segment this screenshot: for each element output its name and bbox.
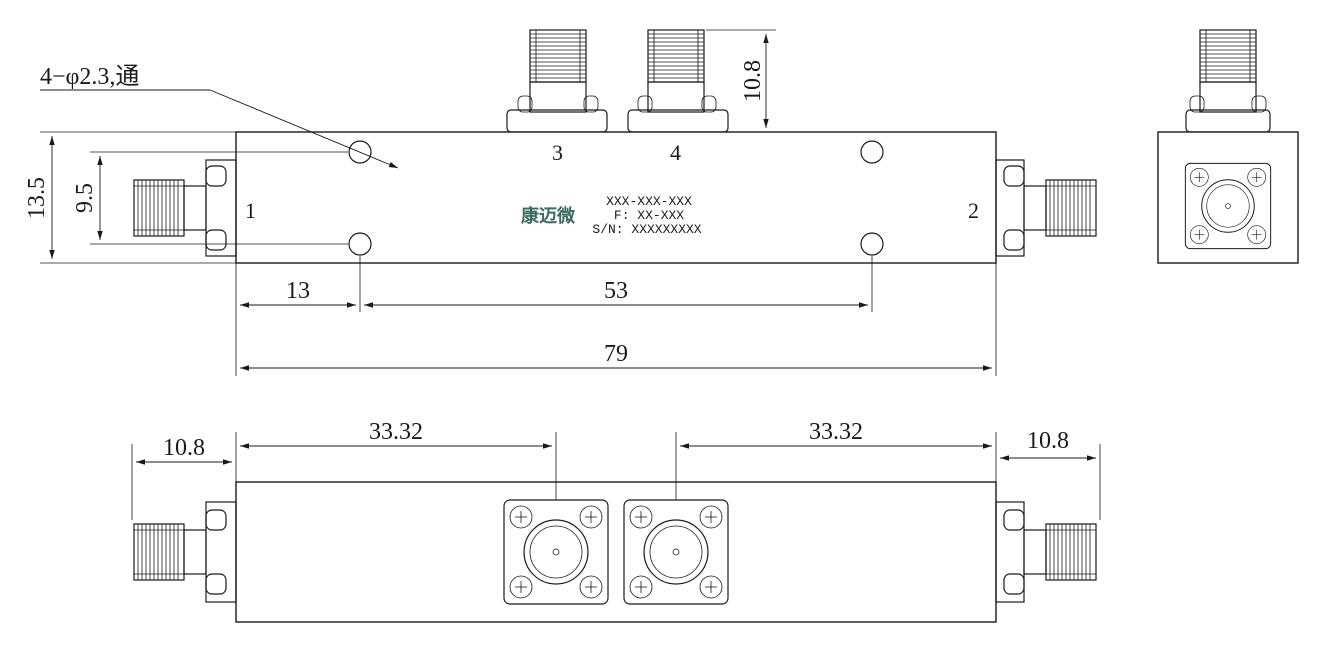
dim-total-length: 79 [235,263,997,376]
svg-text:13: 13 [286,278,310,304]
svg-text:10.8: 10.8 [740,60,766,102]
port-label-2: 2 [968,198,979,223]
port-label-3: 3 [552,140,563,165]
port-label-1: 1 [245,198,256,223]
connector-port-2 [995,159,1097,257]
svg-text:9.5: 9.5 [72,183,98,213]
dim-coupling-left: 33.32 [240,419,557,500]
brand-logo: 康迈微 [521,205,575,227]
svg-text:53: 53 [604,278,628,304]
nameplate: 康迈微 XXX-XXX-XXX F: XX-XXX S/N: XXXXXXXXX [521,194,702,237]
end-view [1157,29,1299,264]
dim-height-holes: 9.5 [72,151,348,245]
svg-text:33.32: 33.32 [369,419,423,445]
bottom-connector-right [995,501,1097,603]
serial-number: S/N: XXXXXXXXX [592,222,701,237]
svg-text:13.5: 13.5 [24,177,50,219]
dim-side-offset-right: 10.8 [1000,428,1101,520]
dim-height-outer: 13.5 [24,131,236,264]
dim-connector-height: 10.8 [706,29,776,133]
top-view: 4−φ2.3,通 3 4 1 2 康迈微 XXX-XXX-XXX F: XX-X… [24,29,1097,376]
connector-port-3 [506,29,608,133]
connector-port-4 [627,29,729,133]
model-number: XXX-XXX-XXX [606,194,692,209]
housing-top-view [235,131,997,264]
dim-hole-positions: 13 53 [235,256,873,312]
connector-port-1 [133,159,237,257]
frequency-label: F: XX-XXX [614,208,684,223]
svg-text:33.32: 33.32 [809,419,863,445]
svg-text:10.8: 10.8 [163,435,205,461]
mounting-holes [348,140,884,256]
dim-coupling-right: 33.32 [675,419,997,500]
bottom-connector-left [133,501,237,603]
hole-note: 4−φ2.3,通 [40,64,139,90]
bottom-view: 10.8 33.32 33.32 10.8 [131,419,1101,623]
port-label-4: 4 [670,140,681,165]
housing-bottom-view [235,481,997,623]
svg-text:79: 79 [604,341,628,367]
dim-side-offset-left: 10.8 [131,432,237,520]
svg-text:10.8: 10.8 [1027,428,1069,454]
